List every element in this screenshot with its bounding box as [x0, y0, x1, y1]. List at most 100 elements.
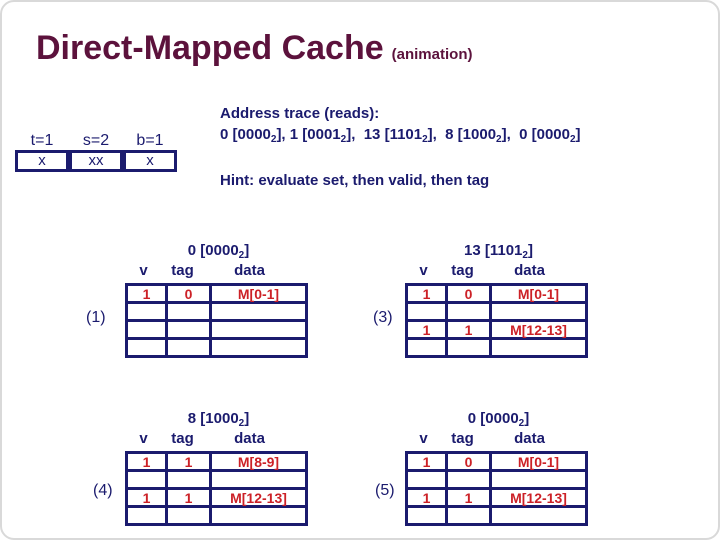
cache-cell	[165, 505, 212, 526]
cache-cell: 1	[445, 487, 492, 508]
cache-cell	[125, 319, 168, 340]
cache-cell: 1	[405, 451, 448, 472]
cache-cell	[209, 505, 308, 526]
cache-cell	[165, 469, 212, 490]
cache-cell	[125, 469, 168, 490]
cache-column-headers: v tag data	[405, 430, 576, 448]
cache-cell	[165, 337, 212, 358]
subscript: 2	[569, 134, 576, 145]
cache-cell: 1	[125, 283, 168, 304]
step-label-5: (5)	[375, 482, 395, 499]
cache-row	[125, 337, 308, 358]
step-label-1: (1)	[86, 309, 106, 326]
cache-cell	[165, 301, 212, 322]
cache-cell	[489, 505, 588, 526]
cache-row	[405, 337, 588, 358]
cache-row	[405, 469, 588, 490]
cache-table-title: 8 [10002]	[187, 410, 250, 429]
cache-row	[125, 469, 308, 490]
cache-cell: 1	[405, 319, 448, 340]
cache-cell: M[12-13]	[489, 319, 588, 340]
cache-row	[125, 301, 308, 322]
cache-cell	[489, 301, 588, 322]
subscript: 2	[422, 134, 428, 145]
column-header-data: data	[514, 430, 545, 447]
cache-cell	[445, 505, 492, 526]
cache-cell: 1	[445, 319, 492, 340]
trace-line: 0 [00002], 1 [00012], 13 [11012], 8 [100…	[220, 126, 581, 145]
cache-table-title: 0 [00002]	[187, 242, 250, 261]
subscript: 2	[340, 134, 347, 145]
column-header-tag: tag	[451, 430, 474, 447]
cache-cell	[209, 337, 308, 358]
column-header-v: v	[419, 262, 428, 279]
cache-cell: M[0-1]	[209, 283, 308, 304]
subscript: 2	[518, 418, 525, 429]
subscript: 2	[496, 134, 502, 145]
cache-cell	[209, 319, 308, 340]
address-trace-block: Address trace (reads): 0 [00002], 1 [000…	[220, 104, 581, 191]
column-header-v: v	[139, 430, 148, 447]
trace-heading: Address trace (reads):	[220, 105, 380, 122]
cache-row	[405, 301, 588, 322]
hint-text: Hint: evaluate set, then valid, then tag	[220, 172, 490, 189]
subscript: 2	[270, 134, 277, 145]
cache-cell: 1	[125, 451, 168, 472]
column-header-data: data	[234, 262, 265, 279]
bitfield-box: x	[123, 150, 177, 172]
cache-table-title: 0 [00002]	[467, 410, 530, 429]
subscript: 2	[238, 250, 245, 261]
cache-cell: 1	[165, 487, 212, 508]
cache-cell	[125, 301, 168, 322]
column-header-v: v	[419, 430, 428, 447]
cache-cell	[165, 319, 212, 340]
cache-cell	[209, 469, 308, 490]
cache-cell: M[12-13]	[209, 487, 308, 508]
cache-cell: M[12-13]	[489, 487, 588, 508]
cache-cell: 1	[405, 487, 448, 508]
cache-cell	[445, 337, 492, 358]
page-title-subtitle: (animation)	[391, 46, 473, 63]
cache-cell: M[0-1]	[489, 451, 588, 472]
cache-row	[125, 505, 308, 526]
cache-cell	[125, 337, 168, 358]
cache-cell	[405, 301, 448, 322]
cache-cell: 0	[165, 283, 212, 304]
cache-cell	[445, 301, 492, 322]
column-header-tag: tag	[171, 430, 194, 447]
bitfield-label: b=1	[136, 132, 164, 149]
column-header-v: v	[139, 262, 148, 279]
bitfield-box: x	[15, 150, 69, 172]
bitfield-label: s=2	[82, 132, 110, 149]
cache-table-title: 13 [11012]	[464, 242, 533, 261]
cache-cell	[489, 337, 588, 358]
bitfield-box: xx	[69, 150, 123, 172]
subscript: 2	[238, 418, 245, 429]
cache-row	[405, 505, 588, 526]
cache-cell: 1	[125, 487, 168, 508]
cache-column-headers: v tag data	[125, 430, 296, 448]
cache-cell	[405, 337, 448, 358]
cache-cell: M[8-9]	[209, 451, 308, 472]
cache-cell: 1	[405, 283, 448, 304]
column-header-data: data	[234, 430, 265, 447]
cache-cell: 1	[165, 451, 212, 472]
